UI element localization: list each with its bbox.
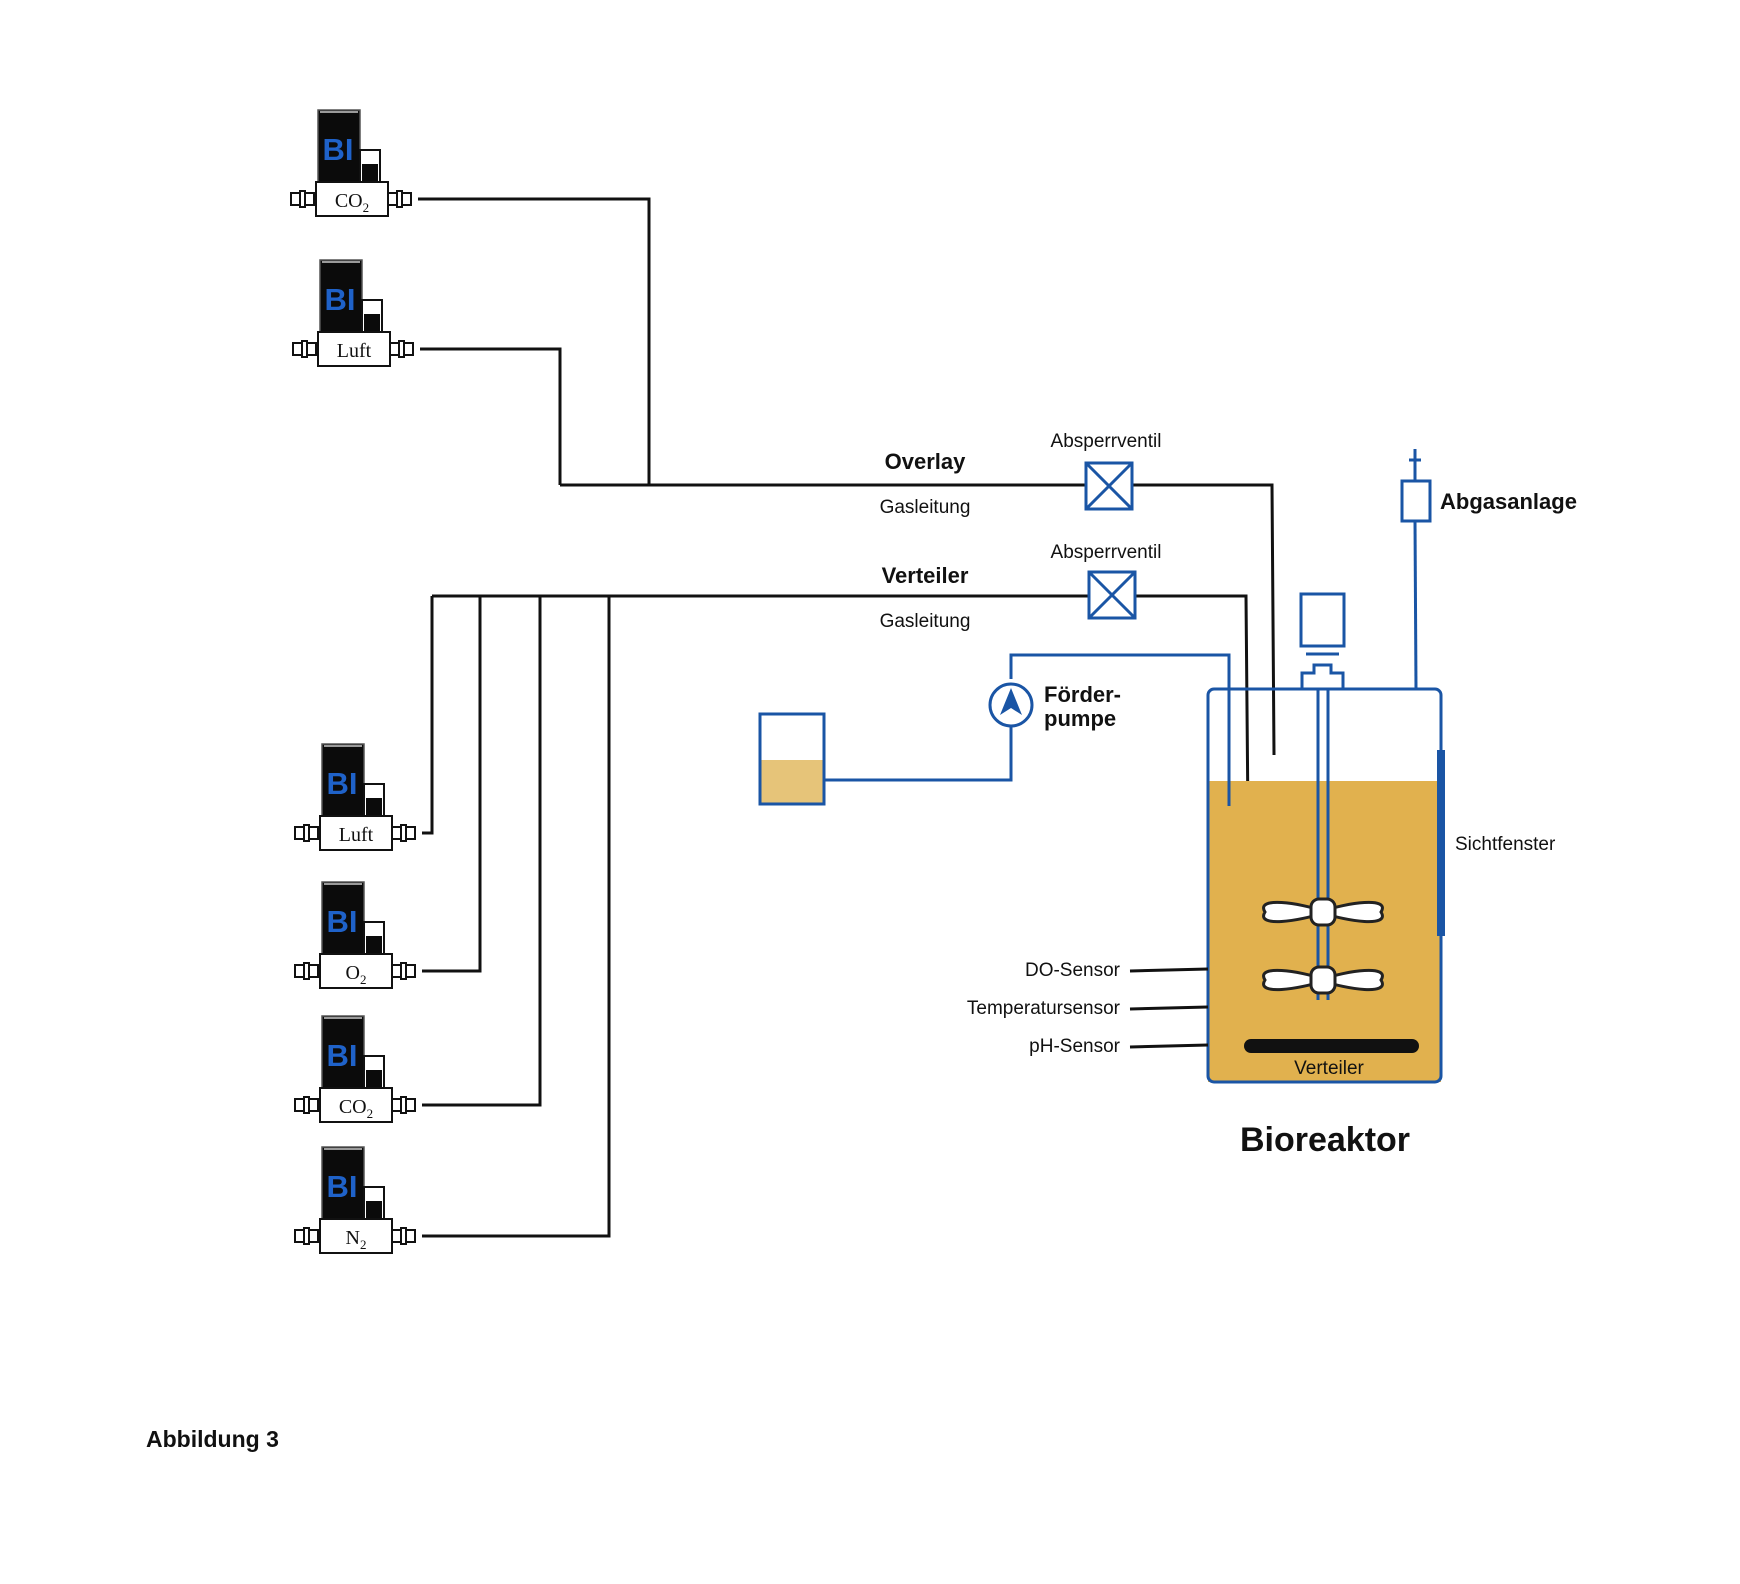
mfc-inlet-fitting xyxy=(294,1227,319,1245)
impeller-lower xyxy=(1262,965,1384,995)
mfc-inlet-fitting xyxy=(294,824,319,842)
mfc-brand-logo: BI xyxy=(325,282,356,317)
overlay-valve-label: Absperrventil xyxy=(1051,431,1162,452)
mfc-gas-subscript: 2 xyxy=(367,1106,374,1121)
mfc-gas-label: CO2 xyxy=(339,1096,373,1121)
mfc-display-screen xyxy=(362,164,378,182)
mfc-gas-subscript: 2 xyxy=(360,1237,367,1252)
temperature-sensor-label: Temperatursensor xyxy=(967,998,1121,1019)
exhaust-label: Abgasanlage xyxy=(1440,489,1577,514)
mfc-brand-logo: BI xyxy=(323,132,354,167)
ph-sensor-label: pH-Sensor xyxy=(1029,1036,1120,1057)
feed-line xyxy=(824,653,1231,806)
mass-flow-controller-2[interactable]: BI Luft xyxy=(292,259,414,367)
mfc-gas-label: O2 xyxy=(346,962,367,987)
exhaust-system xyxy=(1400,449,1432,690)
mfc-gas-name: CO xyxy=(335,190,363,212)
sparger-gas-piping xyxy=(422,594,1252,1238)
mfc-outlet-fitting xyxy=(391,1096,416,1114)
mfc-brand-logo: BI xyxy=(327,904,358,939)
mfc-inlet-fitting xyxy=(290,190,315,208)
mfc-outlet-fitting xyxy=(391,1227,416,1245)
mfc-body xyxy=(321,881,365,955)
impeller-upper xyxy=(1262,897,1384,927)
do-sensor-label: DO-Sensor xyxy=(1025,960,1121,981)
bioreactor-vessel xyxy=(1206,687,1443,1084)
mfc-gas-label: Luft xyxy=(337,340,372,362)
mfc-body xyxy=(321,1146,365,1220)
mfc-inlet-fitting xyxy=(294,1096,319,1114)
feed-pump-label-line1: Förder- xyxy=(1044,682,1121,707)
mfc-inlet-fitting xyxy=(294,962,319,980)
mfc-outlet-fitting xyxy=(391,962,416,980)
feed-tank xyxy=(758,712,826,806)
mfc-gas-subscript: 2 xyxy=(363,200,370,215)
mass-flow-controller-6[interactable]: BI N2 xyxy=(294,1146,416,1254)
mfc-outlet-fitting xyxy=(389,340,414,358)
bioreactor-title: Bioreaktor xyxy=(1240,1121,1410,1159)
mfc-gas-name: Luft xyxy=(337,340,372,362)
mfc-body xyxy=(321,1015,365,1089)
mfc-gas-label: N2 xyxy=(346,1227,367,1252)
sparger-label: Verteiler xyxy=(1294,1058,1364,1079)
mass-flow-controller-5[interactable]: BI CO2 xyxy=(294,1015,416,1123)
sparger-bar xyxy=(1244,1039,1419,1053)
mfc-brand-logo: BI xyxy=(327,766,358,801)
mass-flow-controller-1[interactable]: BI CO2 xyxy=(290,109,412,217)
feed-pump-label-line2: pumpe xyxy=(1044,706,1116,731)
overlay-shutoff-valve[interactable] xyxy=(1084,461,1134,511)
overlay-gas-piping xyxy=(418,197,1276,756)
mfc-gas-name: CO xyxy=(339,1096,367,1118)
mfc-display-screen xyxy=(366,1201,382,1219)
mfc-inlet-fitting xyxy=(292,340,317,358)
sight-glass xyxy=(1437,750,1445,936)
sparger-line-subtitle: Gasleitung xyxy=(880,611,971,632)
overlay-line-subtitle: Gasleitung xyxy=(880,497,971,518)
mfc-body xyxy=(319,259,363,333)
mfc-display-screen xyxy=(366,1070,382,1088)
overlay-line-title: Overlay xyxy=(885,449,966,474)
mfc-display-screen xyxy=(366,936,382,954)
feed-pump-icon[interactable] xyxy=(988,682,1034,728)
mfc-gas-name: N xyxy=(346,1227,360,1249)
sparger-line-title: Verteiler xyxy=(882,563,969,588)
mfc-gas-name: Luft xyxy=(339,824,374,846)
sight-glass-label: Sichtfenster xyxy=(1455,834,1556,855)
mfc-outlet-fitting xyxy=(391,824,416,842)
mfc-brand-logo: BI xyxy=(327,1169,358,1204)
mfc-gas-subscript: 2 xyxy=(360,972,367,987)
mfc-base xyxy=(317,331,391,367)
mfc-base xyxy=(319,815,393,851)
mfc-gas-label: CO2 xyxy=(335,190,369,215)
mfc-display-screen xyxy=(366,798,382,816)
mass-flow-controller-3[interactable]: BI Luft xyxy=(294,743,416,851)
mfc-brand-logo: BI xyxy=(327,1038,358,1073)
mfc-gas-label: Luft xyxy=(339,824,374,846)
mfc-gas-name: O xyxy=(346,962,360,984)
stirrer-motor xyxy=(1299,592,1346,1000)
mass-flow-controller-4[interactable]: BI O2 xyxy=(294,881,416,989)
mfc-outlet-fitting xyxy=(387,190,412,208)
mfc-display-screen xyxy=(364,314,380,332)
sparger-valve-label: Absperrventil xyxy=(1051,542,1162,563)
sparger-shutoff-valve[interactable] xyxy=(1087,570,1137,620)
mfc-body xyxy=(321,743,365,817)
sensor-probes xyxy=(1129,967,1209,1049)
figure-caption: Abbildung 3 xyxy=(146,1426,279,1452)
mfc-base xyxy=(315,181,389,217)
